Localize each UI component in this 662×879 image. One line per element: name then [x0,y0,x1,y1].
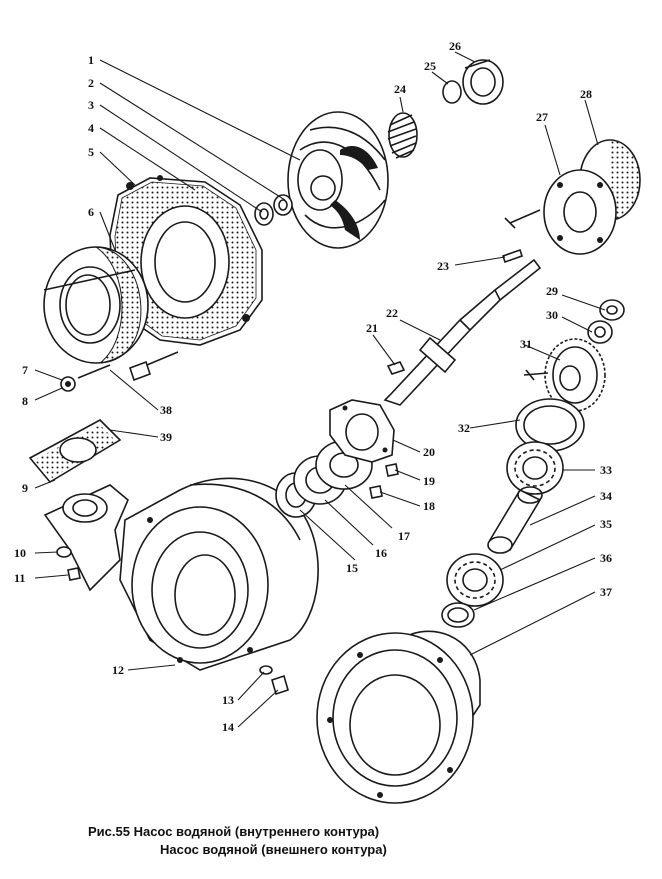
label-36: 36 [600,551,612,565]
bolts-left [60,351,179,392]
label-31: 31 [520,337,532,351]
label-14: 14 [222,720,234,734]
label-6: 6 [88,205,94,219]
label-23: 23 [437,259,449,273]
label-38: 38 [160,403,172,417]
spacer-sleeve [487,486,543,554]
caption-line-2: Насос водяной (внешнего контура) [160,842,387,857]
label-37: 37 [600,585,612,599]
label-32: 32 [458,421,470,435]
label-4: 4 [88,121,94,135]
pump-body [119,477,319,671]
label-5: 5 [88,145,94,159]
woodruff-key [386,361,406,375]
label-26: 26 [449,39,461,53]
seal-flange [329,399,395,463]
label-13: 13 [222,693,234,707]
lock-washers [254,194,293,226]
inlet-pipe [43,484,129,592]
bearing-housing [316,630,481,804]
seal-ring-36 [441,602,475,628]
label-1: 1 [88,53,94,67]
label-11: 11 [14,571,26,585]
nut-stud-10-11 [56,546,81,581]
label-9: 9 [22,481,28,495]
label-17: 17 [398,529,410,543]
seal-assembly-top [442,59,504,105]
label-2: 2 [88,76,94,90]
bearing-35 [446,553,504,607]
label-24: 24 [394,82,406,96]
spring [387,112,418,159]
impeller [287,111,389,249]
label-19: 19 [423,474,435,488]
label-27: 27 [536,110,548,124]
bearing-33 [506,441,564,495]
label-29: 29 [546,284,558,298]
label-22: 22 [386,306,398,320]
label-16: 16 [375,546,387,560]
label-18: 18 [423,499,435,513]
label-3: 3 [88,98,94,112]
label-28: 28 [580,87,592,101]
label-21: 21 [366,321,378,335]
leader-lines [34,51,606,728]
label-8: 8 [22,394,28,408]
caption-line-1: Рис.55 Насос водяной (внутреннего контур… [88,824,380,839]
pump-shaft [383,258,542,406]
inlet-gasket [28,419,122,484]
label-20: 20 [423,445,435,459]
label-35: 35 [600,517,612,531]
label-12: 12 [112,663,124,677]
label-25: 25 [424,59,436,73]
label-15: 15 [346,561,358,575]
bolts-18-19 [369,463,399,499]
label-39: 39 [160,430,172,444]
bearing-flange [504,139,641,255]
label-33: 33 [600,463,612,477]
drain-plug [259,665,289,696]
label-10: 10 [14,546,26,560]
nut-washer-29-30 [587,299,625,344]
drive-gear [523,338,606,412]
label-7: 7 [22,363,28,377]
label-30: 30 [546,308,558,322]
shaft-key [501,248,524,264]
seal-ring [43,246,149,364]
label-34: 34 [600,489,612,503]
